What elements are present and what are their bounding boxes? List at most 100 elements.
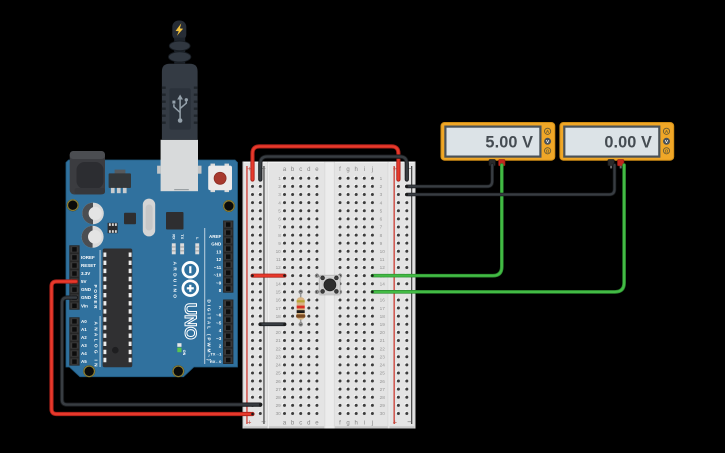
svg-text:+: +	[247, 418, 251, 427]
svg-text:23: 23	[276, 354, 282, 359]
svg-text:UNO: UNO	[181, 303, 200, 342]
svg-text:1: 1	[278, 176, 281, 181]
svg-text:9: 9	[380, 241, 383, 246]
svg-text:−: −	[407, 164, 412, 173]
svg-text:2: 2	[380, 184, 383, 189]
svg-text:f: f	[339, 167, 341, 173]
svg-text:A1: A1	[81, 327, 87, 332]
svg-text:30: 30	[276, 411, 282, 416]
svg-text:A2: A2	[81, 335, 87, 340]
svg-text:7: 7	[219, 305, 222, 310]
svg-text:L: L	[195, 237, 200, 240]
svg-text:5V: 5V	[81, 279, 87, 284]
svg-text:POWER: POWER	[93, 285, 98, 310]
svg-text:V: V	[665, 139, 669, 145]
svg-text:4: 4	[219, 328, 222, 333]
svg-text:Ω: Ω	[546, 149, 550, 154]
svg-text:28: 28	[380, 395, 386, 400]
svg-text:V: V	[546, 139, 550, 145]
svg-text:j: j	[371, 167, 373, 173]
svg-text:8: 8	[380, 233, 383, 238]
svg-text:A3: A3	[81, 343, 87, 348]
svg-text:29: 29	[276, 403, 282, 408]
svg-text:7: 7	[278, 225, 281, 230]
svg-text:4: 4	[278, 200, 281, 205]
svg-text:e: e	[315, 420, 319, 426]
svg-text:13: 13	[216, 249, 222, 254]
svg-text:30: 30	[380, 411, 386, 416]
svg-text:12: 12	[276, 265, 282, 270]
svg-text:A: A	[546, 129, 550, 134]
svg-text:23: 23	[380, 354, 386, 359]
svg-text:~5: ~5	[216, 320, 222, 325]
svg-text:14: 14	[380, 281, 386, 286]
svg-text:24: 24	[276, 363, 282, 368]
svg-text:TX→1: TX→1	[210, 351, 222, 356]
svg-text:c: c	[299, 167, 302, 173]
svg-text:0.00 V: 0.00 V	[604, 134, 652, 152]
svg-text:25: 25	[380, 371, 386, 376]
svg-text:18: 18	[276, 314, 282, 319]
svg-text:28: 28	[276, 395, 282, 400]
svg-text:GND: GND	[211, 242, 222, 247]
svg-text:5.00 V: 5.00 V	[485, 134, 533, 152]
svg-text:17: 17	[380, 306, 386, 311]
svg-text:10: 10	[276, 249, 282, 254]
svg-text:d: d	[307, 420, 310, 426]
svg-text:b: b	[291, 167, 295, 173]
svg-text:15: 15	[276, 290, 282, 295]
svg-text:25: 25	[276, 371, 282, 376]
svg-text:8: 8	[278, 233, 281, 238]
svg-text:5: 5	[380, 208, 383, 213]
svg-text:19: 19	[380, 322, 386, 327]
svg-text:12: 12	[216, 257, 222, 262]
svg-text:26: 26	[380, 379, 386, 384]
svg-text:18: 18	[380, 314, 386, 319]
svg-text:20: 20	[276, 330, 282, 335]
svg-text:~9: ~9	[216, 280, 222, 285]
svg-text:c: c	[299, 420, 302, 426]
svg-text:TX: TX	[180, 234, 185, 239]
svg-text:2: 2	[219, 344, 222, 349]
svg-text:DIGITAL (PWM~): DIGITAL (PWM~)	[206, 300, 211, 362]
svg-text:Vin: Vin	[81, 303, 88, 308]
svg-text:11: 11	[380, 257, 385, 262]
svg-text:GND: GND	[81, 287, 92, 292]
svg-text:ARDUINO: ARDUINO	[172, 262, 178, 299]
svg-text:b: b	[291, 420, 295, 426]
svg-text:+: +	[247, 164, 251, 173]
svg-text:5: 5	[278, 208, 281, 213]
svg-text:h: h	[355, 420, 358, 426]
svg-text:3.3V: 3.3V	[81, 271, 90, 276]
svg-text:−: −	[407, 418, 412, 427]
svg-text:i: i	[364, 420, 365, 426]
svg-text:17: 17	[276, 306, 282, 311]
svg-text:20: 20	[380, 330, 386, 335]
svg-text:22: 22	[276, 346, 282, 351]
svg-text:14: 14	[276, 281, 282, 286]
svg-text:A: A	[665, 129, 669, 134]
svg-text:GND: GND	[81, 295, 92, 300]
svg-text:j: j	[371, 420, 373, 426]
svg-text:29: 29	[380, 403, 386, 408]
svg-text:A0: A0	[81, 319, 87, 324]
svg-text:24: 24	[380, 363, 386, 368]
svg-text:−: −	[261, 418, 266, 427]
svg-text:27: 27	[380, 387, 386, 392]
svg-text:6: 6	[380, 217, 383, 222]
svg-text:a: a	[283, 420, 287, 426]
svg-text:A4: A4	[81, 351, 87, 356]
svg-text:~3: ~3	[216, 336, 222, 341]
svg-text:+: +	[393, 164, 397, 173]
svg-text:16: 16	[276, 298, 282, 303]
svg-text:~10: ~10	[214, 273, 222, 278]
svg-text:7: 7	[380, 225, 383, 230]
svg-text:8: 8	[219, 288, 222, 293]
svg-text:6: 6	[278, 217, 281, 222]
svg-text:~6: ~6	[216, 313, 222, 318]
svg-text:3: 3	[278, 192, 281, 197]
svg-text:i: i	[364, 167, 365, 173]
svg-text:22: 22	[380, 346, 386, 351]
svg-text:10: 10	[380, 249, 386, 254]
svg-text:9: 9	[278, 241, 281, 246]
